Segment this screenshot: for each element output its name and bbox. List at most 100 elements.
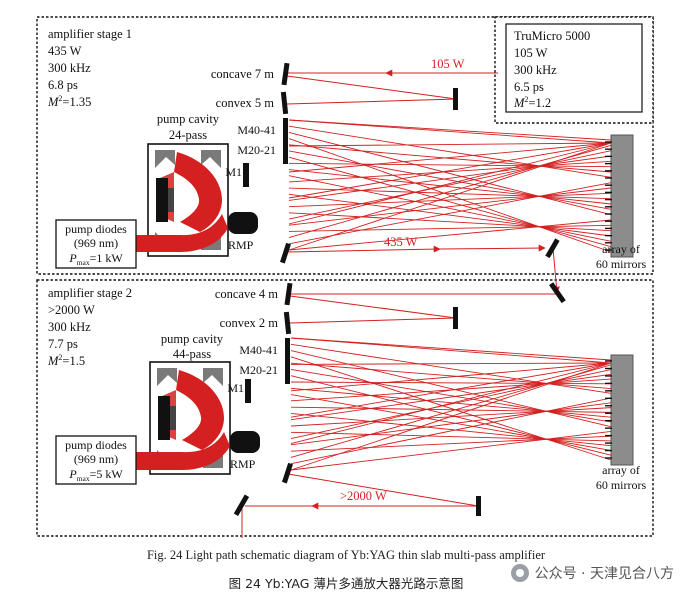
stage2-pass-beam [290, 397, 612, 465]
stage1-pulse: 6.8 ps [48, 78, 78, 92]
stage1-pass-beam [288, 182, 612, 245]
stage2-pass-beam [290, 364, 612, 458]
stage1-pass-beam [288, 150, 612, 210]
stage1-rmp-label: RMP [228, 238, 254, 252]
stage2-rmp [230, 431, 260, 453]
stage1-concave-label: concave 7 m [211, 67, 274, 81]
stage2-pump-diodes-box [55, 435, 137, 485]
stage2-return-mirror [476, 496, 481, 516]
stage2-multipass-beams [290, 337, 612, 471]
stage1-m1-label: M1 [225, 165, 242, 179]
stage1-multipass-beams [288, 119, 612, 253]
seed-laser-box [505, 23, 643, 113]
figure-caption-chinese: 图 24 Yb:YAG 薄片多通放大器光路示意图 [228, 576, 464, 591]
stage1-pass-beam [288, 142, 612, 147]
stage2-fold-mirror [453, 307, 458, 329]
stage2-title: amplifier stage 2 [48, 286, 132, 300]
stage1-pass-beam [288, 119, 612, 141]
stage2-cavity-passes: 44-pass [173, 347, 211, 361]
watermark-text: 公众号 · 天津见合八方 [534, 566, 674, 582]
stage1-pump-power: Pmax=1 kW [68, 251, 123, 267]
stage2-pulse: 7.7 ps [48, 337, 78, 351]
stage1-pass-beam [288, 125, 612, 178]
stage2-m20-label: M20-21 [239, 363, 278, 377]
stage1-output-mirror [280, 242, 291, 264]
stage1-pass-beam [288, 138, 612, 253]
stage2-pass-beam [290, 362, 612, 445]
stage1-pass-beam [288, 169, 612, 205]
watermark: 公众号 · 天津见合八方 [510, 563, 674, 583]
stage1-pass-beam [288, 162, 612, 168]
stage1-output-power-label: 435 W [384, 235, 418, 249]
stage2-frame [36, 279, 654, 537]
stage2-convex-label: convex 2 m [220, 316, 279, 330]
seed-laser-pulse: 6.5 ps [514, 80, 544, 94]
stage2-rmp-label: RMP [230, 457, 256, 471]
stage2-pass-beam [290, 362, 612, 392]
stage2-pass-beam [290, 375, 612, 456]
stage2-pass-beam [290, 362, 612, 390]
stage1-rep-rate: 300 kHz [48, 61, 91, 75]
stage1-turn-mirror [545, 238, 560, 259]
stage2-array-ticks [605, 360, 612, 459]
seed-laser-rep-rate: 300 kHz [514, 63, 557, 77]
stage2-pass-beam [290, 368, 612, 423]
stage1-concave-mirror [281, 62, 290, 86]
stage2-exit-mirror [233, 494, 250, 517]
stage1-array-label-2: 60 mirrors [596, 257, 647, 271]
stage1-rmp [228, 212, 258, 234]
stage1-pass-beam [288, 187, 612, 200]
stage1-pass-beam [288, 131, 612, 216]
stage1-fold-mirror [453, 88, 458, 110]
stage2-m20-mirror [285, 362, 290, 384]
stage2-pass-beam [290, 343, 612, 394]
stage2-pump-wavelength: (969 nm) [74, 452, 118, 466]
stage1-m20-label: M20-21 [237, 143, 276, 157]
stage2-pass-beam [290, 337, 612, 361]
stage2-array-label-1: array of [602, 463, 640, 477]
stage1-pass-beam [288, 142, 612, 173]
amplifier-diagram: amplifier stage 1 435 W 300 kHz 6.8 ps M… [36, 16, 654, 538]
stage1-m1-mirror [243, 163, 249, 187]
stage1-pass-beam [288, 224, 612, 232]
stage1-m20-mirror [283, 142, 288, 164]
stage2-mirror-array [610, 354, 634, 466]
stage2-pass-beam [290, 356, 612, 461]
stage2-pass-beam [290, 381, 612, 385]
stage1-power: 435 W [48, 44, 82, 58]
stage1-cavity-passes: 24-pass [169, 128, 207, 142]
stage1-pass-beam [288, 144, 612, 173]
stage2-pass-beam [290, 394, 612, 451]
stage2-array-label-2: 60 mirrors [596, 478, 647, 492]
stage1-m40-mirror [283, 118, 288, 142]
stage2-output-mirror [282, 462, 293, 484]
stage2-pass-beam [290, 362, 612, 365]
stage2-output-power-label: >2000 W [340, 489, 387, 503]
stage2-m1-mirror [245, 379, 251, 403]
stage2-pass-beam [290, 387, 612, 418]
stage2-m40-label: M40-41 [239, 343, 278, 357]
stage2-concave-mirror [284, 282, 293, 306]
stage2-beam-path [241, 293, 557, 538]
stage1-mirrors [243, 62, 560, 264]
stage2-entry-mirror [549, 282, 566, 304]
stage1-pass-beam [288, 119, 612, 144]
figure-caption-english: Fig. 24 Light path schematic diagram of … [146, 548, 546, 562]
stage2-power: >2000 W [48, 303, 95, 317]
stage1-m40-label: M40-41 [237, 123, 276, 137]
seed-laser-name: TruMicro 5000 [514, 29, 590, 43]
stage1-cavity-label: pump cavity [157, 112, 220, 126]
stage2-pass-beam [290, 431, 612, 442]
stage2-m1-label: M1 [227, 381, 244, 395]
stage2-pump-power: Pmax=5 kW [68, 467, 123, 483]
stage1-m2: M2=1.35 [47, 94, 91, 109]
stage2-m40-mirror [285, 338, 290, 362]
stage1-frame [36, 16, 654, 275]
stage2-pass-beam [290, 337, 612, 364]
stage2-pass-beam [290, 369, 612, 440]
stage1-pass-beam [288, 156, 612, 248]
stage2-pass-beam [290, 430, 612, 471]
seed-laser-power: 105 W [514, 46, 548, 60]
stage1-array-label-1: array of [602, 242, 640, 256]
stage2-pump-cavity [58, 361, 231, 475]
